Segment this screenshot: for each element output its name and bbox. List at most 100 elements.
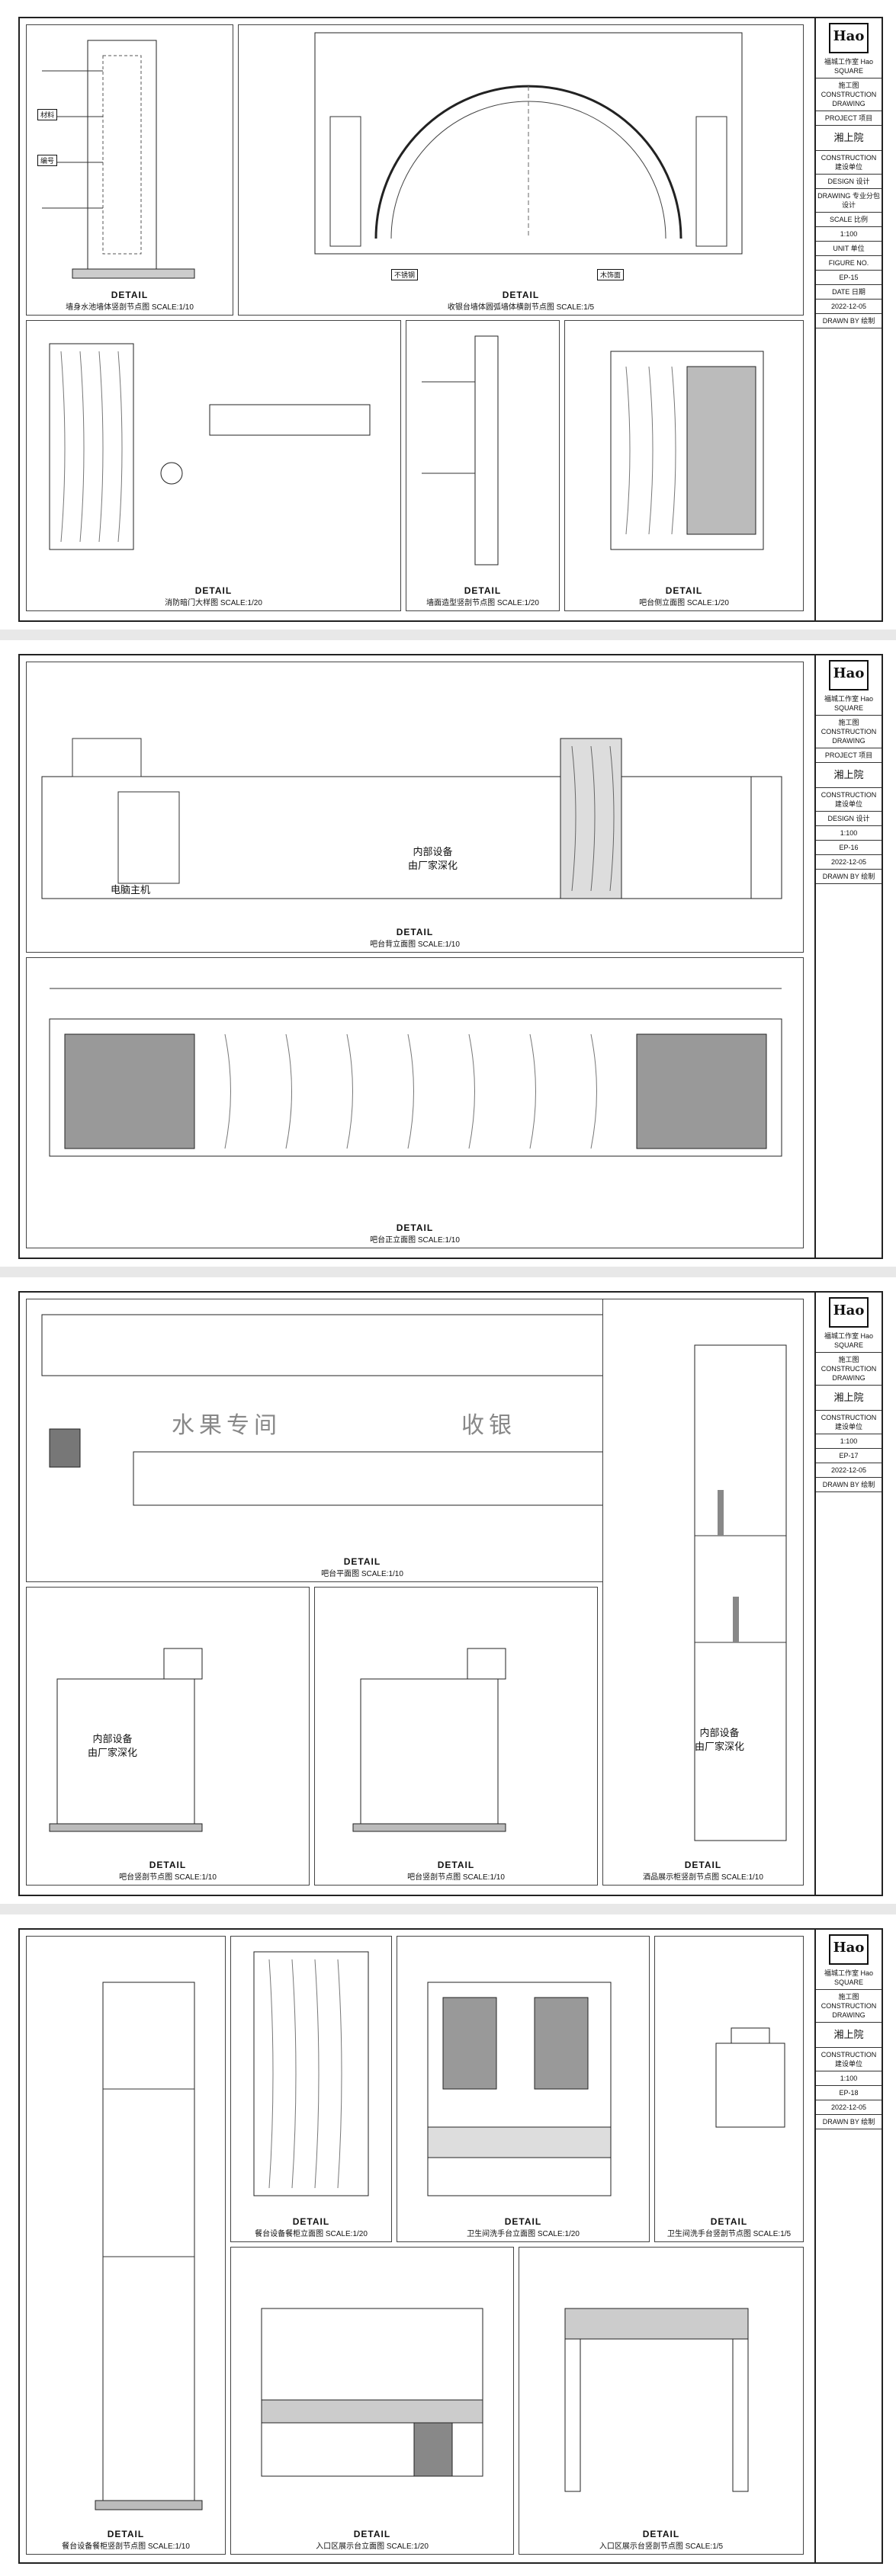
design-label: DESIGN 设计 — [816, 175, 882, 189]
company-name: 福城工作室 Hao SQUARE — [816, 692, 882, 716]
scale-value: 1:100 — [816, 227, 882, 242]
panel-caption-text: 餐台设备餐柜竖剖节点图 SCALE:1/10 — [62, 2542, 190, 2551]
panel-caption-text: 吧台侧立面图 SCALE:1/20 — [639, 599, 729, 607]
equipment-note: 内部设备 由厂家深化 — [695, 1726, 744, 1754]
note-line: 内部设备 — [92, 1733, 133, 1745]
panel-caption-text: 消防暗门大样图 SCALE:1/20 — [165, 599, 262, 607]
material-tag: 材料 — [37, 109, 58, 120]
panel-title: DETAIL — [396, 1222, 434, 1233]
design-label: DESIGN 设计 — [816, 812, 882, 826]
project-label: PROJECT 项目 — [816, 748, 882, 763]
material-tag: 木饰面 — [597, 269, 625, 280]
note-line: 由厂家深化 — [695, 1741, 745, 1752]
project-name: 湘上院 — [816, 1386, 882, 1411]
panel-title: DETAIL — [504, 2216, 542, 2227]
panel-title: DETAIL — [502, 290, 540, 300]
panel-caption-text: 墙面造型竖剖节点图 SCALE:1/20 — [426, 599, 539, 607]
drawing-sheet-1: Hao 福城工作室 Hao SQUARE 施工图 CONSTRUCTION DR… — [18, 17, 883, 622]
date-value: 2022-12-05 — [816, 300, 882, 314]
sideboard-elevation — [253, 1951, 369, 2196]
company-logo: Hao — [829, 1934, 869, 1965]
panel-title: DETAIL — [353, 2529, 391, 2539]
date-label: DATE 日期 — [816, 285, 882, 300]
bar-front-elevation — [49, 988, 782, 1157]
note-line: 由厂家深化 — [88, 1747, 138, 1758]
date-value: 2022-12-05 — [816, 2100, 882, 2115]
stage-label: 施工图 CONSTRUCTION DRAWING — [816, 78, 882, 111]
panel-title: DETAIL — [437, 1860, 475, 1870]
wine-cabinet-section — [694, 1344, 787, 1841]
drawing-sheet-3: Hao 福城工作室 Hao SQUARE 施工图 CONSTRUCTION DR… — [18, 1291, 883, 1896]
panel-title: DETAIL — [710, 2216, 748, 2227]
company-name: 福城工作室 Hao SQUARE — [816, 1329, 882, 1353]
display-stand-elevation — [261, 2308, 483, 2477]
panel-caption-text: 吧台竖剖节点图 SCALE:1/10 — [119, 1873, 217, 1882]
panel-caption-text: 吧台平面图 SCALE:1/10 — [321, 1570, 403, 1578]
section-drawing — [42, 40, 195, 279]
stage-label: 施工图 CONSTRUCTION DRAWING — [816, 716, 882, 748]
company-name: 福城工作室 Hao SQUARE — [816, 55, 882, 78]
panel-title: DETAIL — [642, 2529, 680, 2539]
construction-label: CONSTRUCTION 建设单位 — [816, 151, 882, 175]
scale-value: 1:100 — [816, 2071, 882, 2086]
equipment-note: 内部设备 由厂家深化 — [88, 1732, 137, 1760]
construction-label: CONSTRUCTION 建设单位 — [816, 788, 882, 812]
construction-label: CONSTRUCTION 建设单位 — [816, 2048, 882, 2071]
detail-panel: DETAIL 吧台正立面图 SCALE:1/10 — [26, 957, 804, 1248]
panel-title: DETAIL — [684, 1860, 722, 1870]
drawn-by-label: DRAWN BY 绘制 — [816, 870, 882, 884]
figure-number: EP-16 — [816, 841, 882, 855]
material-tag: 不锈钢 — [391, 269, 419, 280]
vanity-section — [715, 2027, 785, 2128]
figure-number: EP-18 — [816, 2086, 882, 2100]
date-value: 2022-12-05 — [816, 855, 882, 870]
cashier-label: 收银 — [461, 1412, 516, 1439]
drawn-by-label: DRAWN BY 绘制 — [816, 314, 882, 328]
sideboard-section — [95, 1982, 203, 2510]
figure-number: EP-15 — [816, 271, 882, 285]
panel-caption-text: 吧台正立面图 SCALE:1/10 — [370, 1236, 460, 1245]
company-logo: Hao — [829, 660, 869, 690]
figure-label: FIGURE NO. — [816, 256, 882, 271]
panel-caption-text: 卫生间洗手台竖剖节点图 SCALE:1/5 — [666, 2230, 792, 2238]
panel-caption-text: 入口区展示台竖剖节点图 SCALE:1/5 — [599, 2542, 724, 2551]
panel-caption: DETAIL 入口区展示台竖剖节点图 SCALE:1/5 — [519, 2529, 803, 2551]
panel-title: DETAIL — [343, 1556, 381, 1567]
panel-caption: DETAIL 餐台设备餐柜竖剖节点图 SCALE:1/10 — [27, 2529, 225, 2551]
panel-caption-text: 餐台设备餐柜立面图 SCALE:1/20 — [255, 2230, 368, 2238]
stage-label: 施工图 CONSTRUCTION DRAWING — [816, 1353, 882, 1386]
panel-caption: DETAIL 墙身水池墙体竖剖节点图 SCALE:1/10 — [27, 290, 233, 312]
project-name: 湘上院 — [816, 763, 882, 788]
panel-title: DETAIL — [292, 2216, 330, 2227]
panel-title: DETAIL — [111, 290, 149, 300]
panel-caption-text: 墙身水池墙体竖剖节点图 SCALE:1/10 — [66, 303, 194, 312]
bar-plan — [41, 1314, 683, 1506]
note-line: 由厂家深化 — [408, 860, 458, 871]
panel-caption: DETAIL 卫生间洗手台竖剖节点图 SCALE:1/5 — [655, 2216, 803, 2238]
detail-panel: DETAIL 餐台设备餐柜立面图 SCALE:1/20 — [230, 1936, 392, 2242]
panel-caption-text: 吧台竖剖节点图 SCALE:1/10 — [407, 1873, 505, 1882]
title-block: Hao 福城工作室 Hao SQUARE 施工图 CONSTRUCTION DR… — [814, 1293, 882, 1895]
date-value: 2022-12-05 — [816, 1463, 882, 1478]
bar-section — [49, 1648, 203, 1832]
panel-title: DETAIL — [107, 2529, 145, 2539]
scale-label: SCALE 比例 — [816, 213, 882, 227]
drawing-sheet-2: Hao 福城工作室 Hao SQUARE 施工图 CONSTRUCTION DR… — [18, 654, 883, 1259]
panel-title: DETAIL — [396, 927, 434, 937]
equipment-note: 内部设备 由厂家深化 — [408, 845, 458, 873]
title-block: Hao 福城工作室 Hao SQUARE 施工图 CONSTRUCTION DR… — [814, 655, 882, 1258]
stage-label: 施工图 CONSTRUCTION DRAWING — [816, 1990, 882, 2023]
